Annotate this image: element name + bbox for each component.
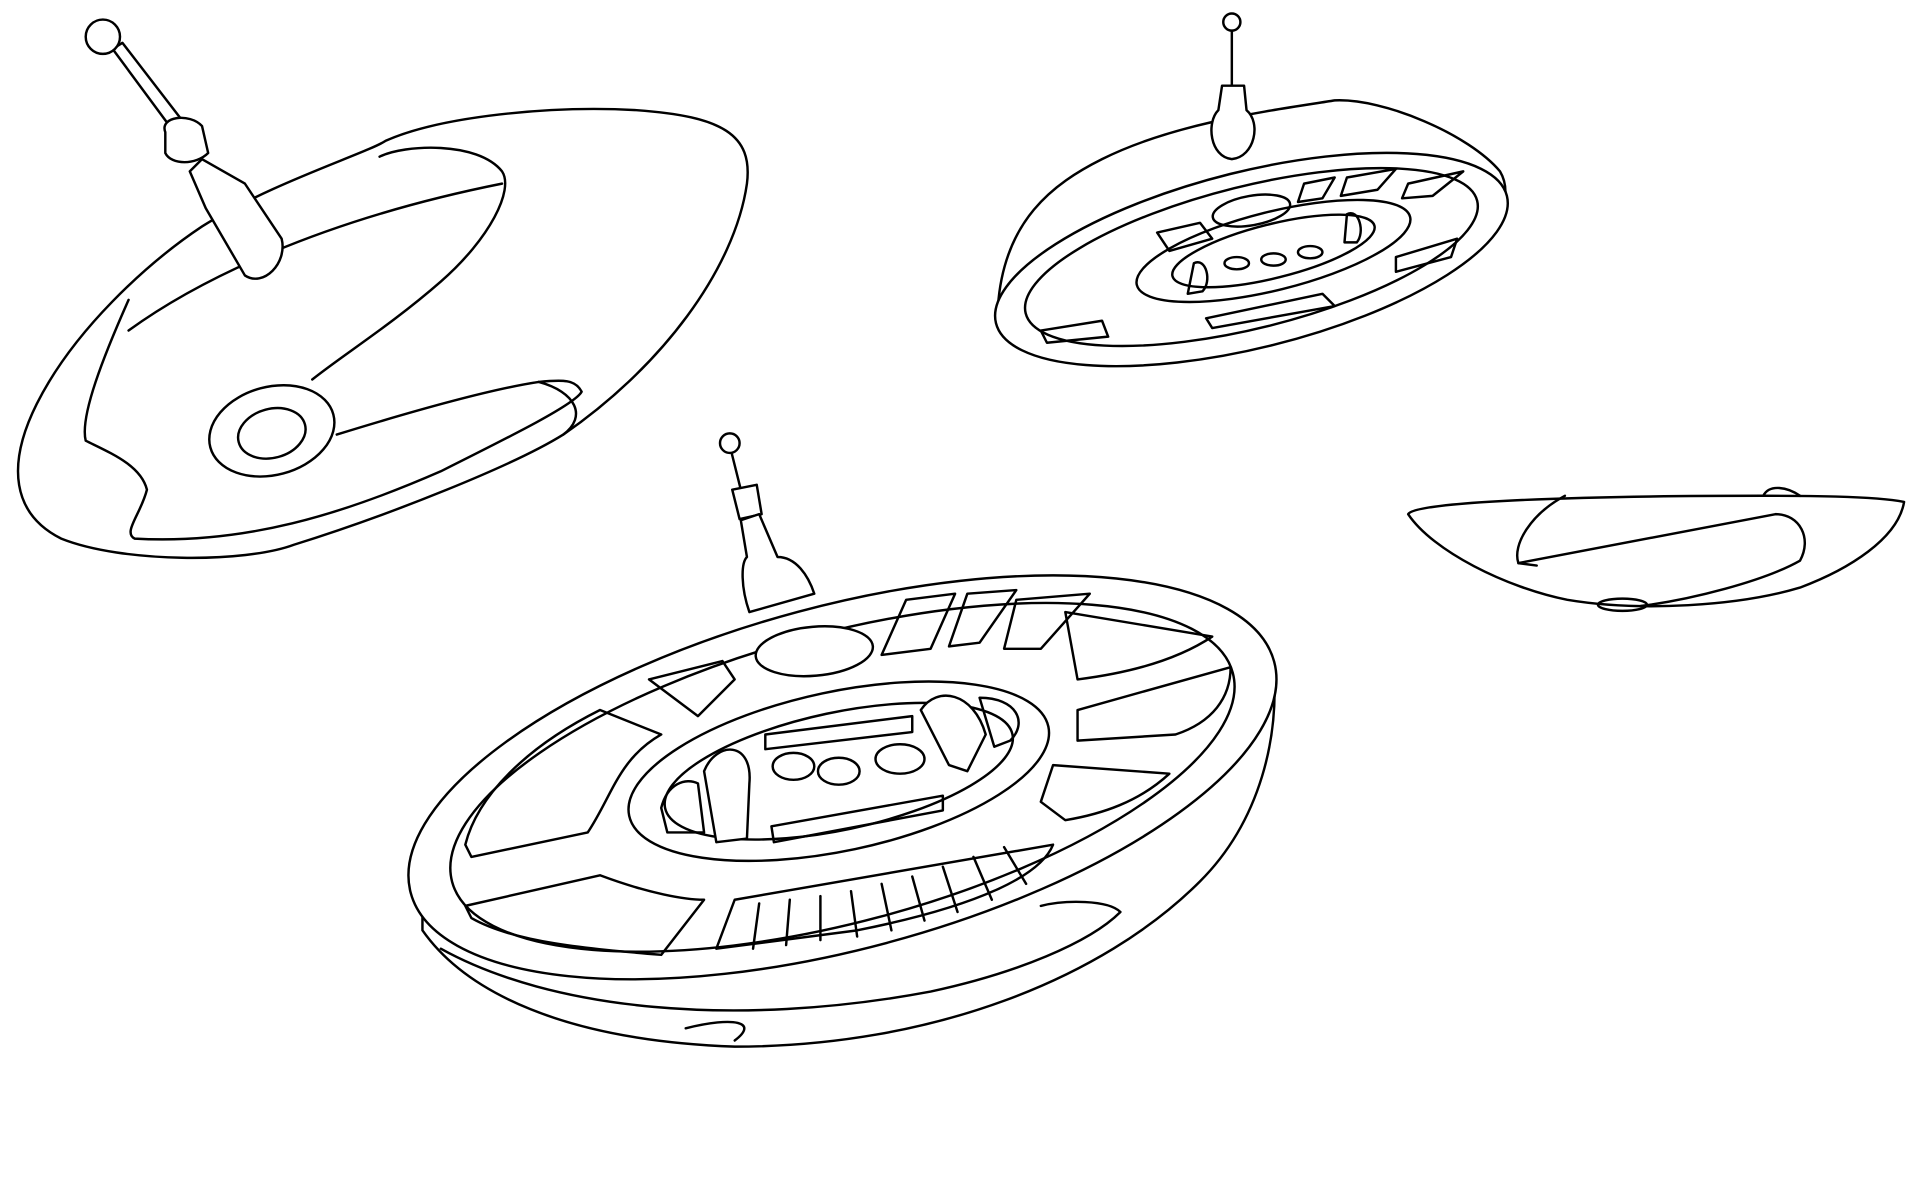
ufo-top-right — [993, 12, 1509, 368]
ufo-center-core — [1171, 213, 1376, 289]
ufo-rim-inner — [311, 146, 507, 381]
ufo-lower-fin — [684, 1020, 746, 1042]
cockpit — [660, 694, 1020, 844]
porthole — [1596, 597, 1649, 613]
ufo-lower-band — [439, 900, 1122, 1012]
ufo-body — [16, 107, 749, 560]
ufo-rim-outer — [993, 151, 1509, 368]
ufo-center-ring — [1135, 198, 1412, 304]
porthole — [1211, 193, 1292, 228]
antenna-base — [188, 157, 284, 280]
antenna-mast — [111, 41, 185, 130]
antenna-base — [1210, 84, 1256, 161]
porthole-inner — [236, 406, 307, 460]
vent-grille — [751, 845, 1028, 950]
antenna-tip — [1222, 12, 1242, 32]
ufo-body — [1406, 494, 1906, 608]
panel-set — [1039, 167, 1465, 344]
ufo-center — [407, 432, 1278, 1048]
ufo-band — [1517, 512, 1806, 608]
ufo-right — [1406, 486, 1906, 613]
ufo-rim-outer — [407, 574, 1278, 981]
antenna-base — [739, 512, 816, 614]
antenna-tip — [718, 432, 741, 455]
panel-set — [464, 588, 1232, 957]
ufo-lower-fin — [537, 380, 578, 436]
ufo-top-left — [16, 18, 749, 560]
ufo-center-ring — [627, 680, 1051, 863]
antenna-mast — [729, 449, 743, 491]
ufo-rim-inner — [1023, 166, 1480, 348]
antenna-collar — [163, 116, 210, 164]
porthole-outer — [208, 384, 336, 478]
antenna-collar — [731, 483, 763, 521]
porthole — [754, 625, 875, 678]
ufo-fin-right — [1762, 486, 1802, 498]
antenna-tip — [84, 18, 122, 56]
